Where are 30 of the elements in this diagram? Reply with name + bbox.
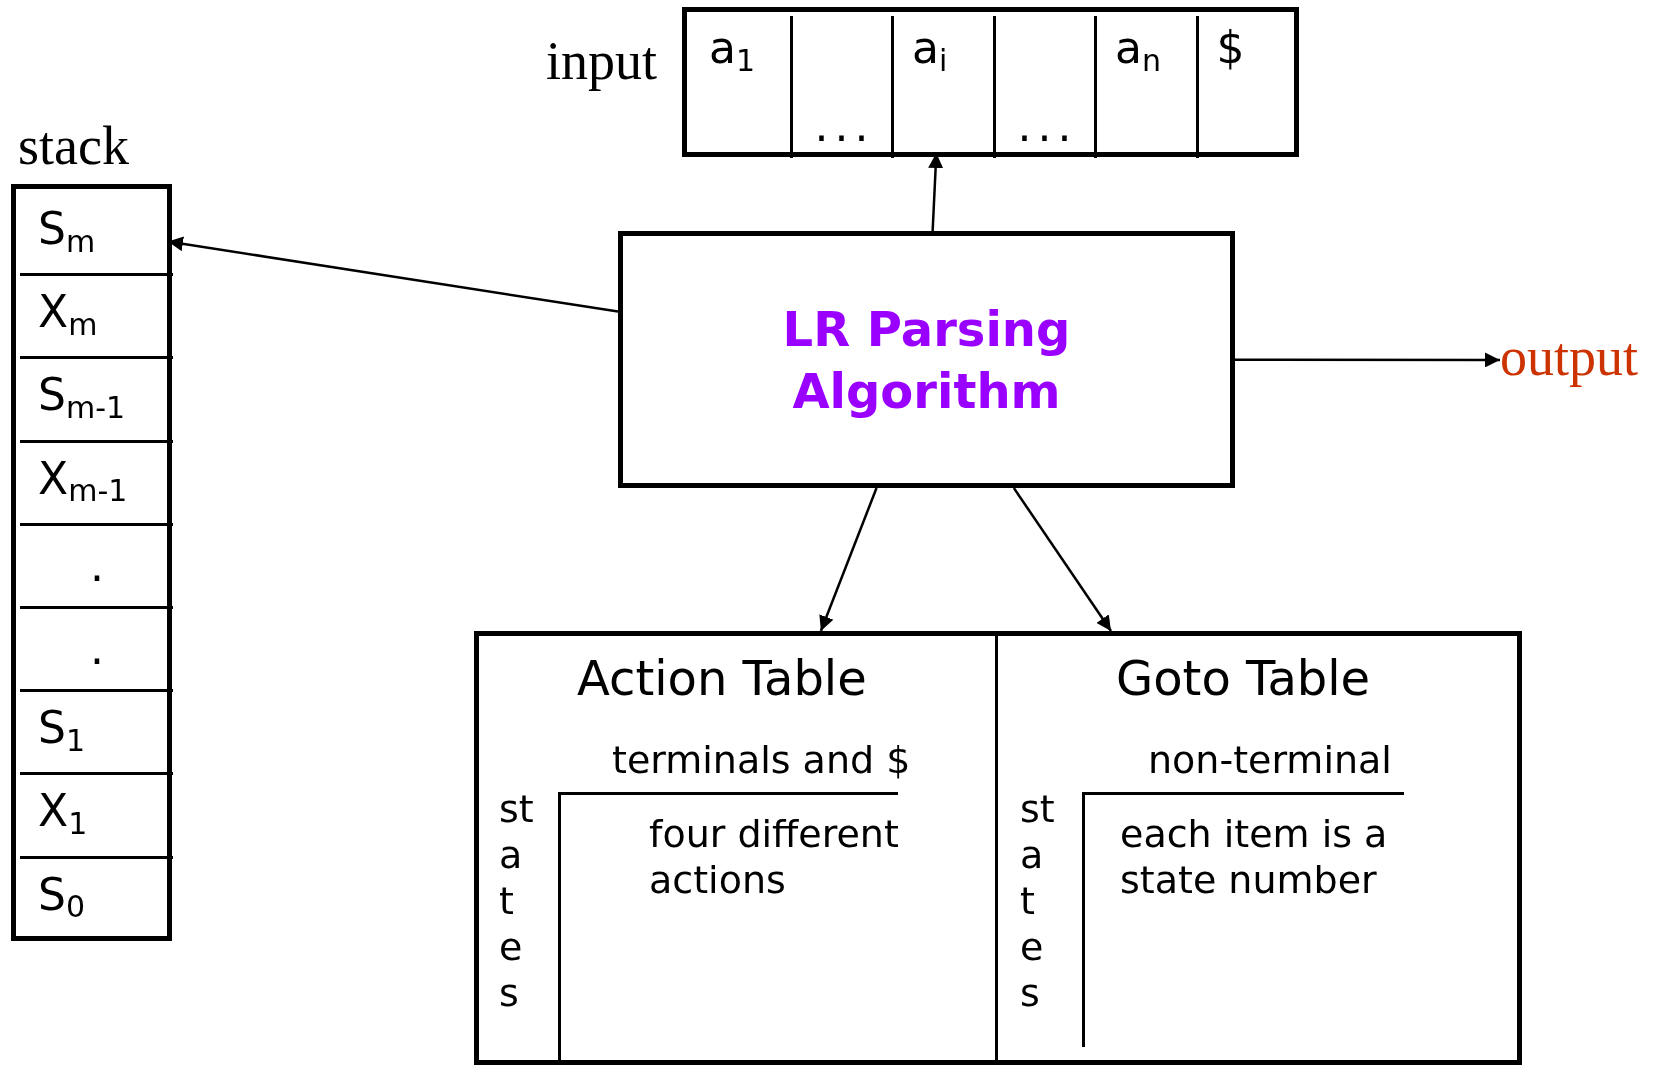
cell-symbol: S$_{m}$ (38, 207, 96, 251)
cell-symbol: a$_{n}$ (1115, 26, 1161, 70)
column-header: terminals and $ (612, 741, 911, 779)
process-title: LR Parsing Algorithm (781, 299, 1072, 421)
table-body-text: four different actions (649, 811, 900, 903)
arrow (1012, 487, 1113, 632)
arrow (1235, 352, 1500, 368)
arrow (819, 487, 878, 632)
process-box (618, 231, 1235, 488)
table-body-text: each item is a state number (1120, 811, 1389, 903)
cell-symbol: X$_{m}$ (38, 290, 98, 335)
cell-symbol: X$_{m-1}$ (38, 456, 128, 501)
row-header: states (499, 786, 535, 1016)
cell-symbol: ... (1017, 104, 1078, 148)
cell-symbol: . (90, 627, 104, 671)
table-title: Goto Table (1116, 654, 1371, 702)
heading-label: stack (18, 119, 129, 173)
table-title: Action Table (577, 654, 867, 702)
table-panel (995, 631, 1522, 1065)
cell-symbol: X$_{1}$ (38, 789, 88, 834)
cell-symbol: S$_{0}$ (38, 872, 86, 917)
column-header: non-terminal (1148, 741, 1392, 779)
cell-symbol: S$_{m-1}$ (38, 373, 126, 418)
cell-symbol: a$_{1}$ (709, 26, 756, 70)
cell-symbol: S$_{1}$ (38, 706, 86, 751)
cell-symbol: a$_{i}$ (912, 26, 948, 70)
cell-symbol: $ (1216, 26, 1245, 70)
cell-symbol: ... (814, 104, 875, 148)
cell-symbol: . (90, 543, 104, 588)
row-header: states (1020, 786, 1056, 1016)
